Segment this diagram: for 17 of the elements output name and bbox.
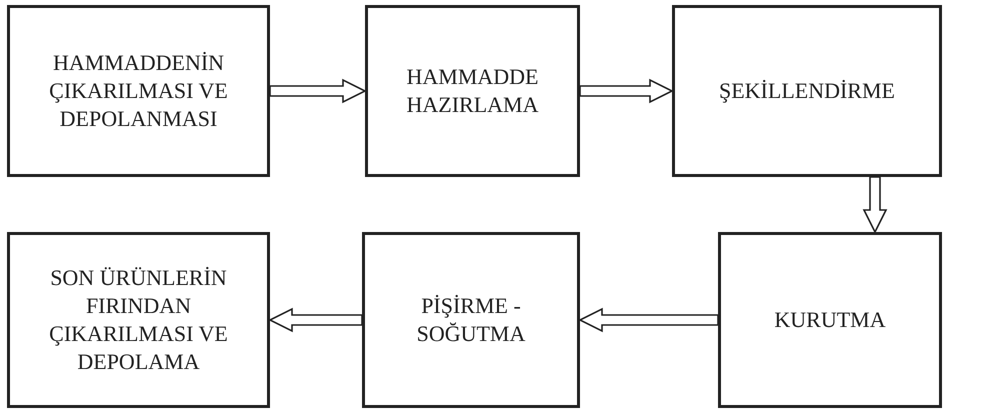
process-box	[7, 232, 270, 408]
step-label: HAMMADDENİN ÇIKARILMASI VE DEPOLANMASI	[48, 49, 229, 133]
hollow-arrow	[862, 176, 888, 234]
process-box	[362, 232, 580, 408]
process-box	[672, 5, 942, 177]
step-label: PİŞİRME - SOĞUTMA	[416, 292, 526, 348]
process-box	[718, 232, 942, 408]
hollow-arrow	[269, 78, 367, 104]
hollow-arrow	[268, 308, 363, 332]
hollow-arrow	[578, 308, 719, 332]
process-box	[365, 5, 580, 177]
step-label: HAMMADDE HAZIRLAMA	[406, 63, 540, 119]
hollow-arrow	[579, 78, 674, 104]
step-label: ŞEKİLLENDİRME	[719, 77, 895, 105]
process-box	[7, 5, 270, 177]
step-label: KURUTMA	[774, 306, 886, 334]
step-label: SON ÜRÜNLERİN FIRINDAN ÇIKARILMASI VE DEPOLAMA	[48, 264, 229, 376]
